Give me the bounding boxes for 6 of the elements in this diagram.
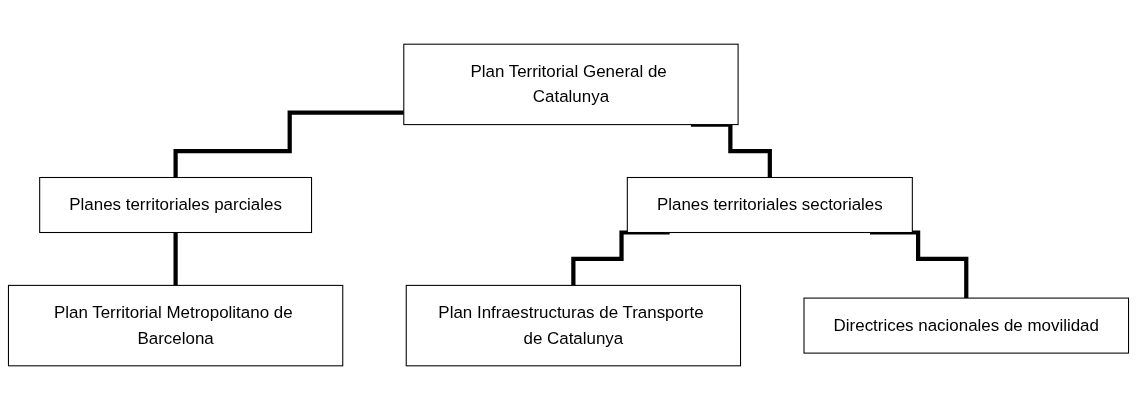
node-box: Plan Territorial General de Catalunya [403,43,739,126]
node-box: Planes territoriales parciales [39,176,313,234]
node-box: Planes territoriales sectoriales [626,176,913,234]
node-box: Plan Territorial Metropolitano de Barcelona [7,284,344,367]
node-box: Plan Infraestructuras de Transporte de Catalunya [405,284,742,367]
node-box: Directrices nacionales de movilidad [803,297,1130,354]
